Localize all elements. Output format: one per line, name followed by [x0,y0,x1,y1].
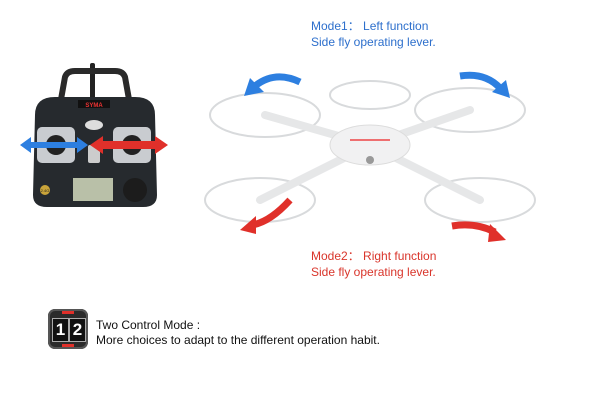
swap-arrow-top-icon [62,311,74,314]
red-curved-arrow-left [240,197,293,234]
frequency-badge: 2.4G [41,188,50,193]
mode2-subtitle: Side fly operating lever. [311,265,436,279]
brand-logo: SYMA [85,103,103,109]
two-mode-icon: 1 2 [48,309,88,349]
mode1-text: Mode1： Left function Side fly operating … [311,18,436,50]
blue-curved-arrow-right [459,71,510,98]
mode2-text: Mode2： Right function Side fly operating… [311,248,436,280]
red-horizontal-arrow [90,136,168,154]
mode2-title: Mode2： Right function [311,249,437,263]
mode-2-digit: 2 [69,318,86,342]
drone-image [204,80,536,223]
feature-description: More choices to adapt to the different o… [96,333,380,347]
feature-text: Two Control Mode : More choices to adapt… [96,318,380,348]
swap-arrow-bottom-icon [62,344,74,347]
mode-1-digit: 1 [52,318,69,342]
blue-horizontal-arrow [20,137,88,153]
red-curved-arrow-right [451,221,506,242]
feature-title: Two Control Mode : [96,318,201,332]
mode1-title: Mode1： Left function [311,19,429,33]
mode1-subtitle: Side fly operating lever. [311,35,436,49]
blue-curved-arrow-left [244,73,302,96]
remote-controller: SYMA 2.4G [20,63,168,207]
